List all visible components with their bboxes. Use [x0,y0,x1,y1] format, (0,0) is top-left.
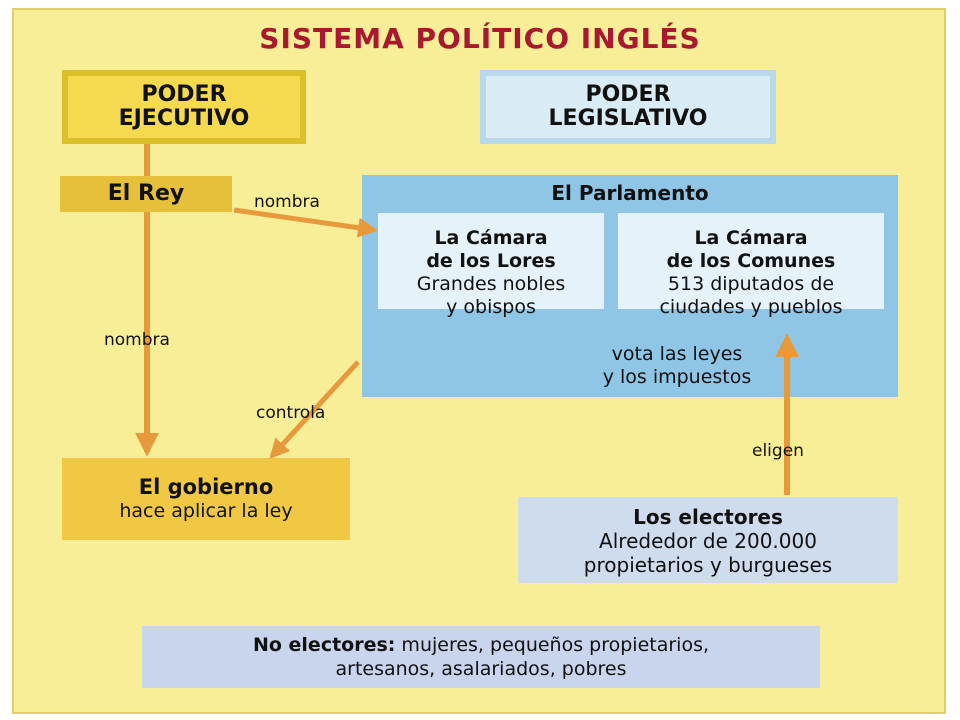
label-nombra-gobierno: nombra [104,330,170,350]
no-electores-line2: artesanos, asalariados, pobres [335,658,627,680]
parlamento-vota-text: vota las leyes y los impuestos [532,343,822,389]
lores-desc-line1: Grandes nobles [416,273,566,295]
arrow-rey-nombra-parlamento [233,207,378,238]
poder-legislativo-box: PODER LEGISLATIVO [480,70,776,144]
comunes-desc-line2: ciudades y pueblos [659,296,843,318]
no-electores-line1: No electores: mujeres, pequeños propieta… [142,633,820,657]
electores-desc-line2: propietarios y burgueses [583,553,833,577]
no-electores-head: No electores: [252,634,396,656]
arrow-parlamento-controla-gobierno [269,360,360,459]
diagram-title: SISTEMA POLÍTICO INGLÉS [259,22,701,55]
gobierno-head: El gobierno [138,475,274,499]
lores-head-line2: de los Lores [426,250,556,272]
poder-legislativo-line2: LEGISLATIVO [548,106,708,131]
electores-head: Los electores [633,505,783,529]
el-rey-box: El Rey [60,176,232,212]
vota-line1: vota las leyes [611,343,743,365]
no-electores-rest: mujeres, pequeños propietarios, [395,634,710,656]
label-controla: controla [256,403,326,423]
poder-legislativo-line1: PODER [585,82,671,107]
lores-head-line1: La Cámara [434,227,548,249]
poder-ejecutivo-line1: PODER [141,82,227,107]
lores-desc-line2: y obispos [446,296,536,318]
camara-comunes-box: La Cámara de los Comunes 513 diputados d… [618,213,884,318]
el-gobierno-box: El gobierno hace aplicar la ley [62,458,350,540]
label-eligen: eligen [752,441,804,461]
electores-desc-line1: Alrededor de 200.000 [599,529,817,553]
parlamento-box: El Parlamento La Cámara de los Lores Gra… [362,175,898,397]
vota-line2: y los impuestos [602,366,752,388]
no-electores-box: No electores: mujeres, pequeños propieta… [142,626,820,688]
poder-ejecutivo-line2: EJECUTIVO [118,106,250,131]
comunes-head-line1: La Cámara [694,227,808,249]
parlamento-title: El Parlamento [551,181,709,205]
comunes-desc-line1: 513 diputados de [667,273,835,295]
camara-lores-box: La Cámara de los Lores Grandes nobles y … [378,213,604,318]
comunes-head-line2: de los Comunes [666,250,836,272]
poder-ejecutivo-box: PODER EJECUTIVO [62,70,306,144]
label-nombra-parlamento: nombra [254,192,320,212]
los-electores-box: Los electores Alrededor de 200.000 propi… [518,497,898,583]
gobierno-desc: hace aplicar la ley [119,500,293,522]
